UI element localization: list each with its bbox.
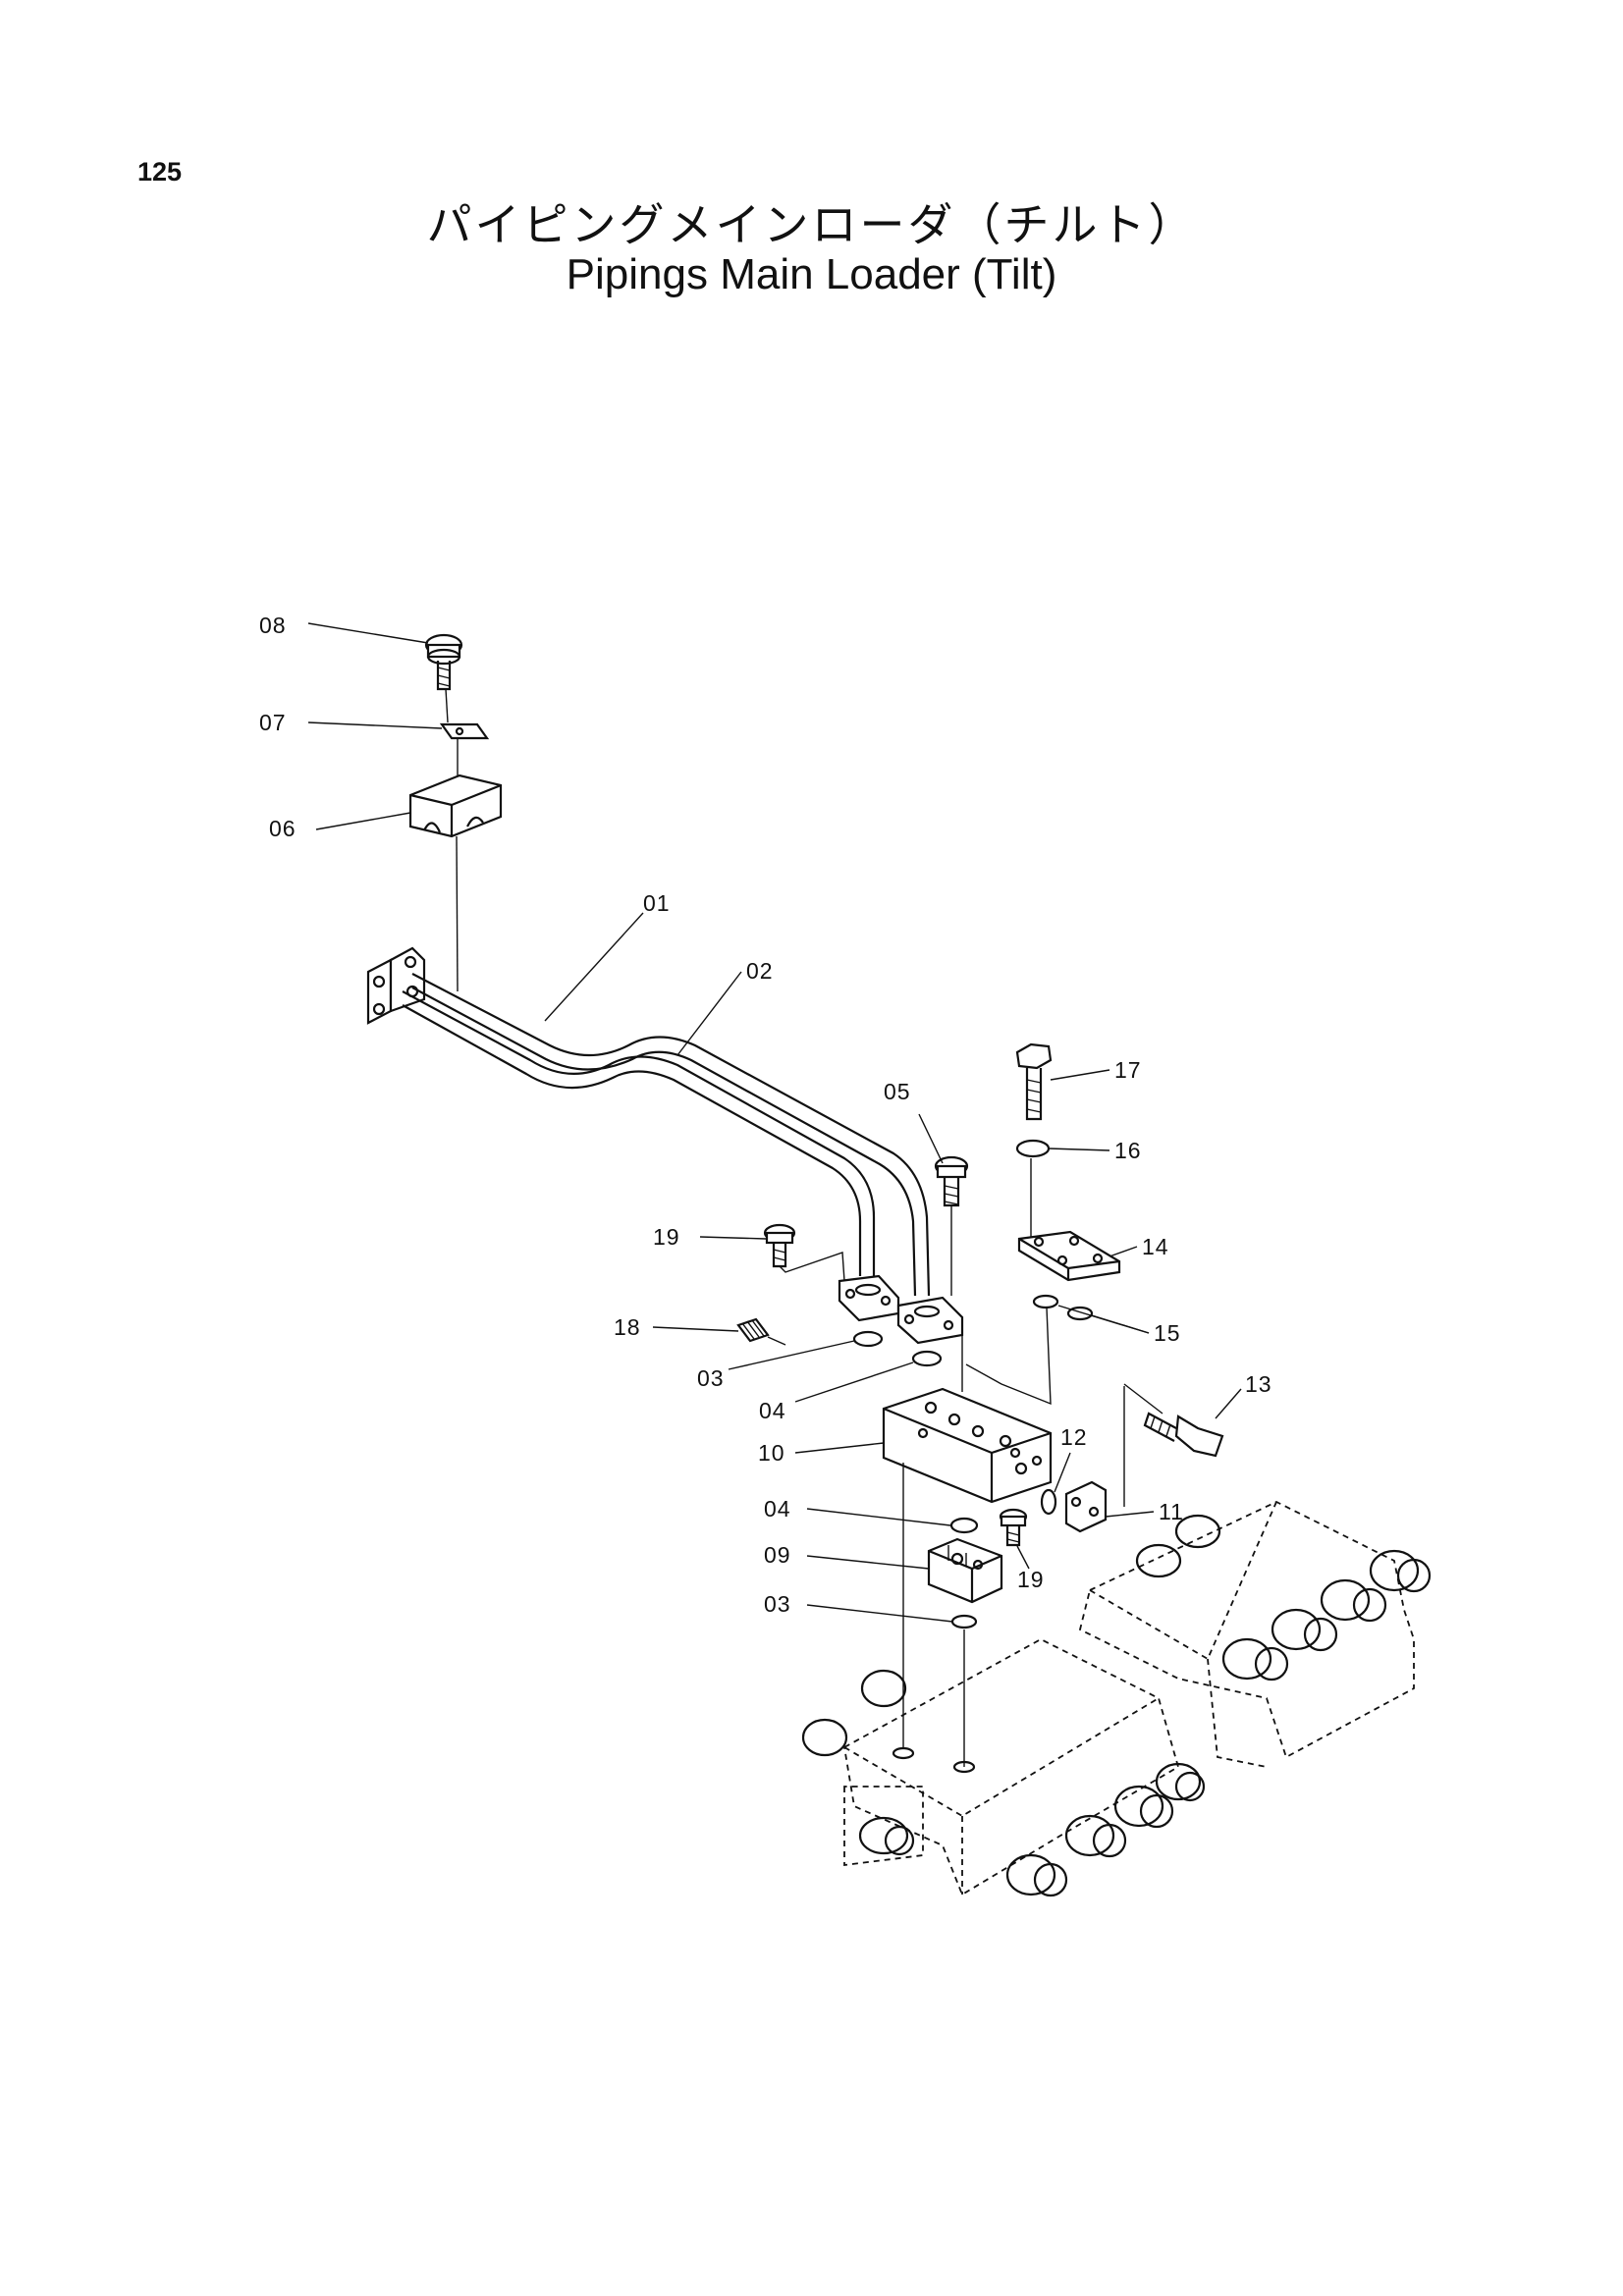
part-19-bolt-lower: [999, 1508, 1028, 1547]
part-08-bolt: [424, 633, 463, 691]
callout-02: 02: [746, 958, 774, 984]
part-12-oring: [1040, 1488, 1057, 1516]
page-title-english: Pipings Main Loader (Tilt): [566, 250, 1057, 298]
callout-05: 05: [884, 1079, 911, 1104]
callout-06: 06: [269, 816, 297, 841]
callout-15: 15: [1154, 1320, 1181, 1346]
callout-13: 13: [1245, 1371, 1272, 1397]
callout-07: 07: [259, 710, 287, 735]
callout-10: 10: [758, 1440, 785, 1466]
callout-19-lower: 19: [1017, 1567, 1045, 1592]
part-06-clamp: [408, 774, 503, 838]
part-16-washer: [1015, 1139, 1051, 1158]
page-number: 125: [137, 157, 183, 187]
part-10-manifold-block: [882, 1387, 1053, 1504]
part-01-02-pipes: [366, 946, 964, 1345]
part-11-cover: [1064, 1480, 1108, 1533]
callout-17: 17: [1114, 1057, 1142, 1083]
part-04-oring-upper: [911, 1350, 943, 1367]
part-05-bolt: [934, 1155, 969, 1207]
callout-03-lower: 03: [764, 1591, 791, 1617]
callout-04-lower: 04: [764, 1496, 791, 1522]
leader-lines: [307, 622, 1242, 1623]
callout-18: 18: [614, 1314, 641, 1340]
part-14-cover-plate: [1017, 1230, 1121, 1282]
part-09-adapter: [927, 1537, 1003, 1604]
part-03-oring-upper: [852, 1330, 884, 1348]
callout-01: 01: [643, 890, 671, 916]
callout-09: 09: [764, 1542, 791, 1568]
part-19-bolt-upper: [763, 1223, 796, 1268]
callout-16: 16: [1114, 1138, 1142, 1163]
control-valve-body: [801, 1500, 1432, 1897]
callout-11: 11: [1159, 1499, 1184, 1524]
callout-12: 12: [1060, 1424, 1088, 1450]
part-13-bolt: [1143, 1412, 1224, 1458]
callout-03-upper: 03: [697, 1365, 725, 1391]
callout-19-upper: 19: [653, 1224, 680, 1250]
part-04-oring-lower: [949, 1517, 979, 1534]
part-15-oring-b: [1066, 1306, 1094, 1321]
part-15-oring-a: [1032, 1294, 1059, 1309]
callout-04-upper: 04: [759, 1398, 786, 1423]
part-17-bolt: [1015, 1042, 1053, 1121]
part-03-oring-lower: [950, 1614, 978, 1629]
callout-08: 08: [259, 613, 287, 638]
part-07-plate: [439, 722, 490, 740]
callout-labels: 08 07 06 01 02 17 05 16 19 14 18 15 03 0…: [259, 613, 1272, 1617]
part-18-plug: [736, 1317, 770, 1343]
callout-14: 14: [1142, 1234, 1169, 1259]
page-title-japanese: パイピングメインローダ（チルト）: [426, 198, 1197, 251]
